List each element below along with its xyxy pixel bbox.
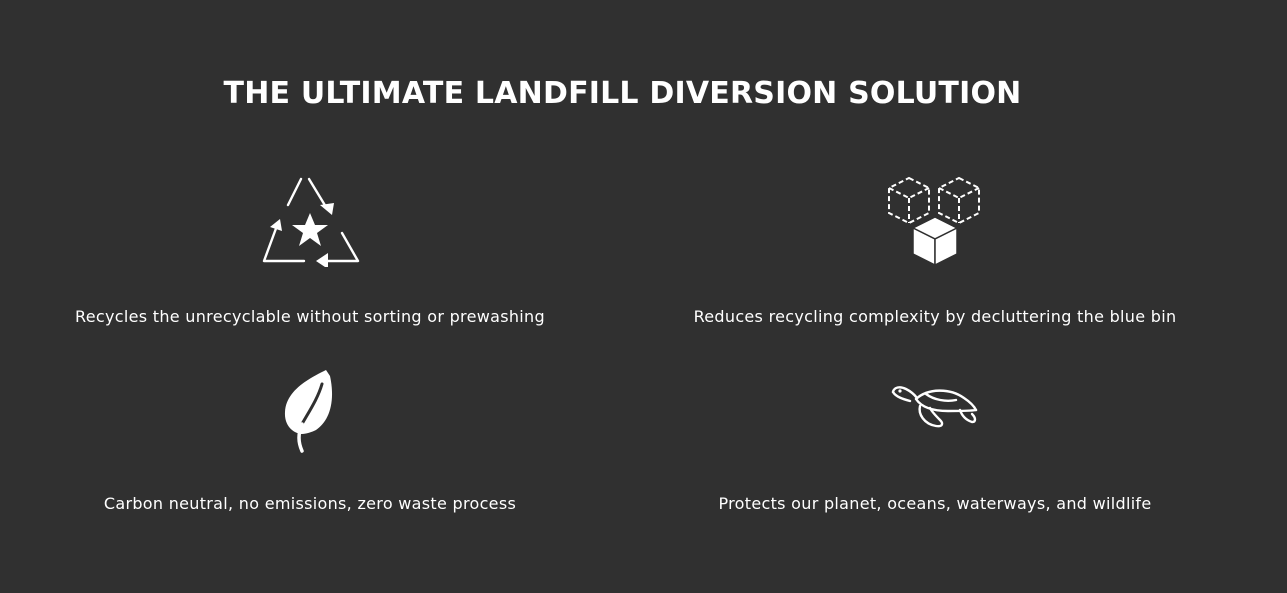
feature-caption: Carbon neutral, no emissions, zero waste…	[103, 494, 517, 513]
turtle-icon	[891, 386, 978, 428]
feature-caption: Recycles the unrecyclable without sortin…	[75, 307, 545, 326]
leaf-icon	[284, 370, 333, 453]
section-title: THE ULTIMATE LANDFILL DIVERSION SOLUTION	[223, 76, 1022, 111]
cubes-icon	[888, 176, 980, 267]
recycle-star-icon	[262, 177, 360, 267]
feature-caption: Reduces recycling complexity by declutte…	[693, 307, 1177, 326]
feature-caption: Protects our planet, oceans, waterways, …	[718, 494, 1152, 513]
